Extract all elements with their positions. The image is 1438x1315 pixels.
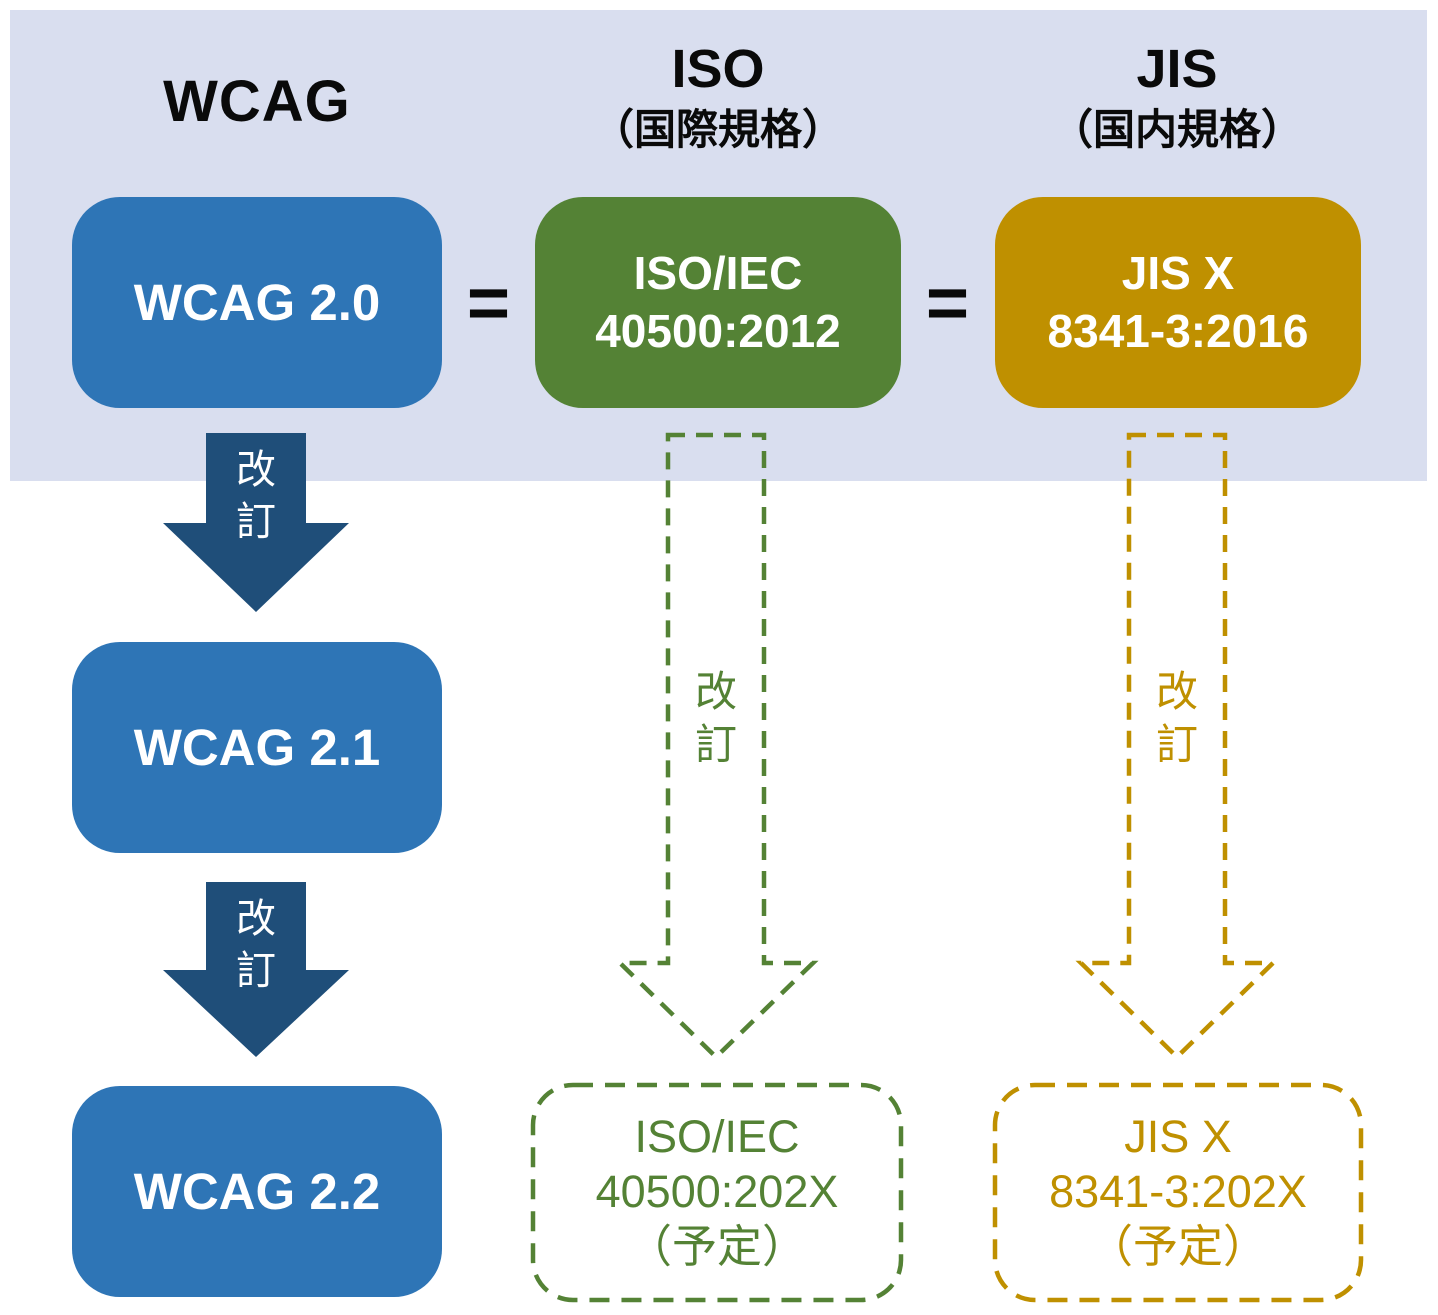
wcag-2-1-label: WCAG 2.1 (133, 719, 381, 776)
equals-sign-iso-jis: = (925, 261, 970, 344)
jis-planned-label: JIS X 8341-3:202X （予定） (1049, 1111, 1307, 1272)
jis-current-label: JIS X 8341-3:2016 (1047, 246, 1309, 357)
wcag-revision-label-1: 改 訂 (236, 448, 276, 544)
wcag-2-2-box: WCAG 2.2 (72, 1086, 442, 1297)
jis-header-title: JIS (1136, 39, 1218, 99)
wcag-2-2-label: WCAG 2.2 (133, 1163, 381, 1220)
wcag-revision-label-2: 改 訂 (236, 897, 276, 993)
wcag-2-0-label: WCAG 2.0 (133, 274, 381, 331)
wcag-2-0-box: WCAG 2.0 (72, 197, 442, 408)
column-header-iso: ISO （国際規格） (518, 39, 918, 154)
iso-header-title: ISO (671, 39, 765, 99)
iso-revision-arrow-icon (614, 432, 819, 1061)
iso-planned-box-outline (530, 1082, 904, 1303)
equals-sign-wcag-iso: = (466, 261, 511, 344)
iso-current-box: ISO/IEC 40500:2012 (535, 197, 901, 408)
iso-planned-label: ISO/IEC 40500:202X （予定） (595, 1111, 839, 1272)
jis-revision-arrow-icon (1075, 432, 1279, 1061)
iso-revision-label: 改 訂 (694, 668, 737, 768)
iso-header-subtitle: （国際規格） (591, 106, 844, 154)
column-header-jis: JIS （国内規格） (977, 39, 1377, 154)
jis-revision-label: 改 訂 (1155, 668, 1198, 768)
column-header-wcag: WCAG (163, 69, 351, 134)
jis-planned-box-outline (992, 1082, 1364, 1303)
jis-current-box: JIS X 8341-3:2016 (995, 197, 1361, 408)
iso-current-label: ISO/IEC 40500:2012 (595, 246, 841, 357)
jis-header-subtitle: （国内規格） (1050, 106, 1303, 154)
wcag-2-1-box: WCAG 2.1 (72, 642, 442, 853)
